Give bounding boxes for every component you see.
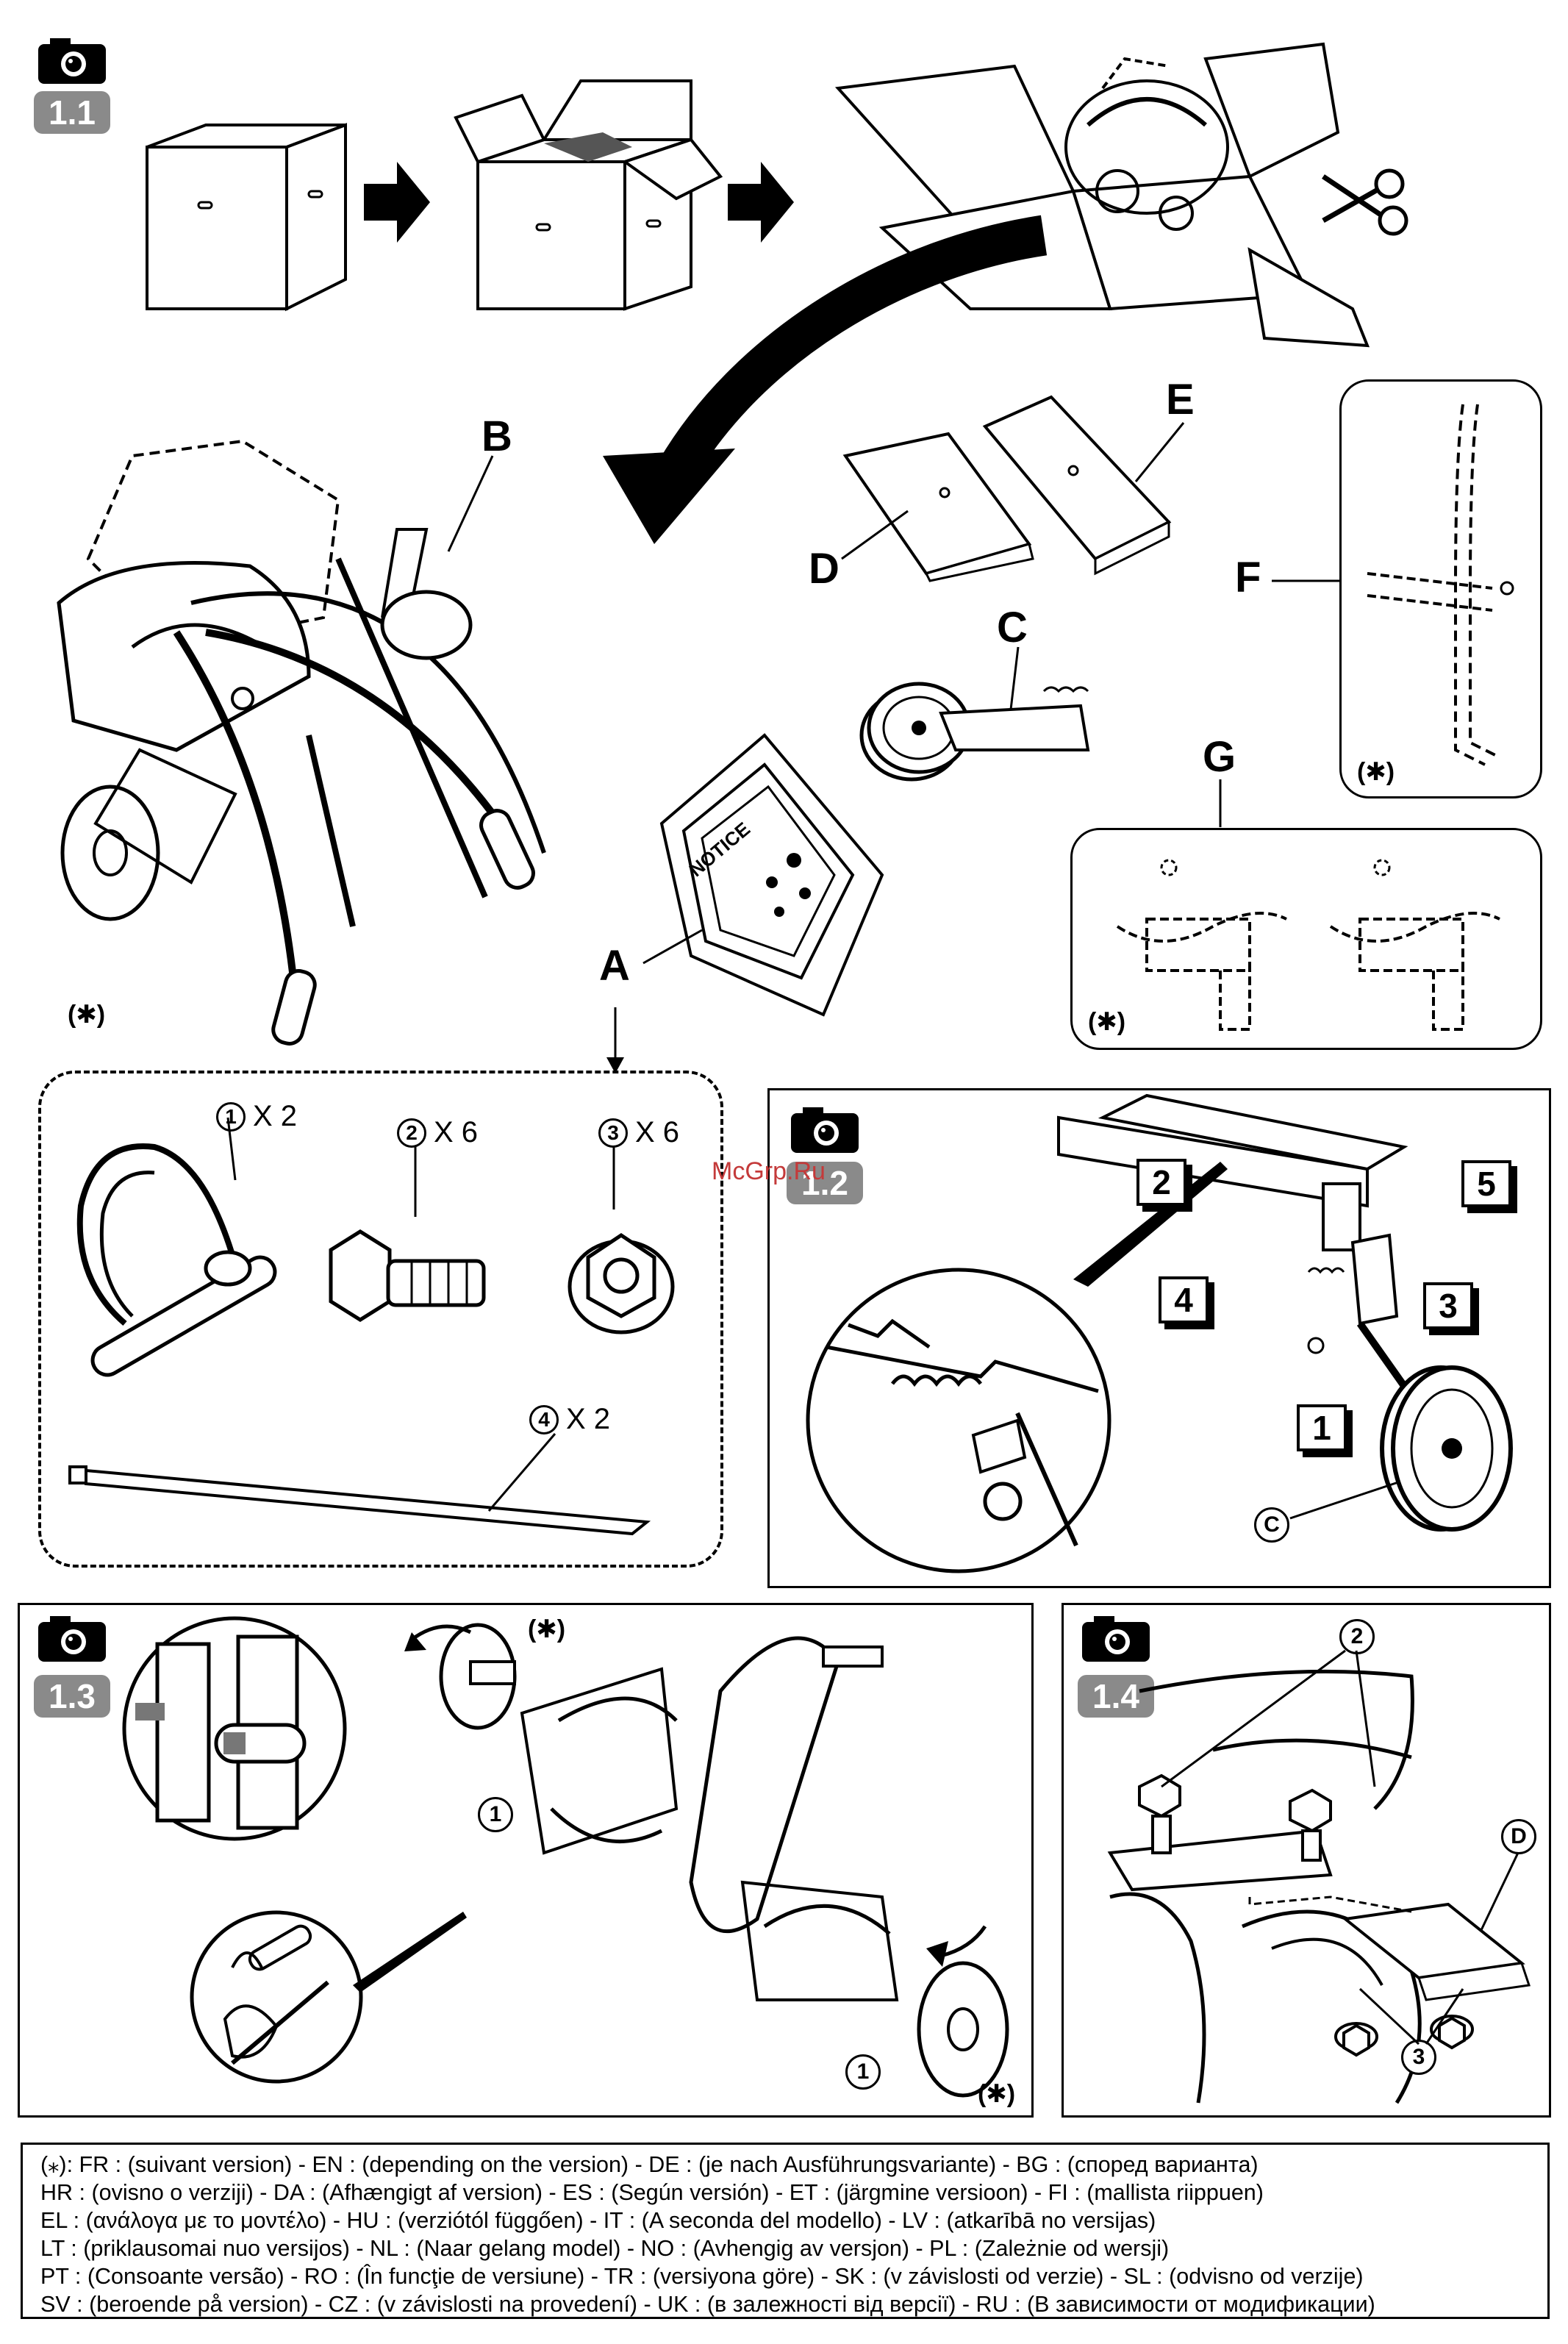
part-number-3: 3	[1401, 2040, 1436, 2075]
camera-icon	[38, 38, 106, 84]
tine-g-illustration-left	[1116, 859, 1287, 1031]
wheel-c-illustration	[859, 682, 1090, 782]
leader-line	[487, 1433, 556, 1512]
leader-line	[1289, 1480, 1401, 1520]
part-number-badge: 2	[397, 1118, 426, 1148]
label-a: A	[599, 942, 630, 990]
optional-marker: (✱)	[1088, 1008, 1126, 1036]
zoom-pointer-lines	[353, 1912, 467, 1993]
leader-line	[1134, 422, 1185, 482]
tiller-illustration	[57, 439, 546, 1046]
step-number-box-2: 2	[1136, 1159, 1186, 1206]
closed-box-illustration	[146, 123, 347, 312]
step-badge-1-3: 1.3	[34, 1675, 110, 1718]
label-c: C	[997, 604, 1028, 651]
rod-f-illustration	[1367, 404, 1514, 766]
version-note-footer: (⁎): FR : (suivant version) - EN : (depe…	[21, 2143, 1550, 2319]
plate-assembly-illustration	[1107, 1669, 1531, 2104]
leader-line	[1219, 779, 1222, 827]
tine-g-illustration-right	[1329, 859, 1500, 1031]
leader-line	[841, 510, 909, 560]
kit-part-3-qty: 3 X 6	[598, 1116, 679, 1149]
optional-marker: (✱)	[1357, 758, 1395, 786]
arrow-right-icon	[728, 162, 794, 243]
arrow-down-icon	[606, 1007, 624, 1073]
leader-line	[642, 929, 703, 965]
footer-line: EL : (ανάλογα με το μοντέλο) - HU : (ver…	[40, 2208, 1156, 2233]
part-number-1: 1	[845, 2054, 881, 2090]
step-number-box-1: 1	[1297, 1404, 1347, 1451]
leader-line	[612, 1147, 615, 1209]
panel-f	[1339, 379, 1542, 798]
frame-bracket-illustration	[1057, 1093, 1408, 1251]
label-g: G	[1203, 733, 1236, 781]
camera-icon	[38, 1616, 106, 1662]
optional-marker: (✱)	[978, 2080, 1016, 2108]
footer-line: LT : (priklausomai nuo versijos) - NL : …	[40, 2236, 1170, 2261]
leader-line	[1161, 1649, 1376, 1788]
step-number-box-4: 4	[1159, 1276, 1209, 1323]
pin-detail-circle	[190, 1910, 363, 2084]
step-number-box-5: 5	[1461, 1160, 1511, 1207]
leader-line	[226, 1117, 237, 1181]
plate-e-illustration	[982, 395, 1172, 576]
label-b: B	[482, 412, 512, 460]
camera-icon	[1082, 1616, 1150, 1662]
shaft-detail-circle	[122, 1616, 347, 1841]
curved-arrow-icon	[603, 215, 1048, 544]
tine-assembly-illustration	[404, 1623, 1009, 2098]
step-badge-1-1: 1.1	[34, 91, 110, 134]
scissors-icon[interactable]	[1316, 162, 1411, 243]
step-number-box-3: 3	[1423, 1282, 1473, 1329]
zoom-pointer-lines	[1073, 1162, 1228, 1287]
leader-line	[1009, 646, 1020, 710]
part-label-d: D	[1501, 1819, 1536, 1854]
label-d: D	[809, 545, 840, 593]
leader-line	[414, 1147, 417, 1217]
optional-marker: (✱)	[528, 1615, 566, 1643]
detail-zoom-circle	[806, 1268, 1111, 1573]
footer-line: PT : (Consoante versão) - RO : (În funcţ…	[40, 2264, 1364, 2289]
open-box-illustration	[454, 79, 723, 311]
flange-nut-illustration	[568, 1232, 675, 1334]
footer-line: (⁎): FR : (suivant version) - EN : (depe…	[40, 2152, 1259, 2177]
step-badge-1-2: 1.2	[787, 1162, 863, 1204]
part-number-1: 1	[478, 1797, 513, 1832]
leader-line	[1480, 1852, 1519, 1931]
footer-line: SV : (beroende på version) - CZ : (v záv…	[40, 2292, 1375, 2317]
label-e: E	[1166, 376, 1195, 424]
cable-tie-illustration	[68, 1465, 651, 1536]
quantity-label: X 6	[434, 1116, 479, 1148]
arrow-right-icon	[364, 162, 430, 243]
bolt-illustration	[329, 1229, 486, 1322]
kit-part-4-qty: 4 X 2	[529, 1403, 610, 1436]
kit-part-2-qty: 2 X 6	[397, 1116, 478, 1149]
quantity-label: X 6	[635, 1116, 680, 1148]
label-f: F	[1235, 554, 1261, 601]
footer-line: HR : (ovisno o verziji) - DA : (Afhængig…	[40, 2180, 1264, 2205]
watermark-text: McGrp.Ru	[712, 1157, 826, 1185]
optional-marker: (✱)	[68, 1001, 106, 1029]
part-number-badge: 4	[529, 1404, 559, 1434]
leader-line	[447, 455, 494, 552]
quantity-label: X 2	[566, 1403, 611, 1435]
plate-d-illustration	[842, 432, 1034, 582]
part-label-c: C	[1254, 1507, 1289, 1543]
leader-line	[1358, 1987, 1464, 2045]
part-number-badge: 3	[598, 1118, 628, 1148]
step-badge-1-4: 1.4	[1078, 1675, 1154, 1718]
notice-bag-illustration	[659, 733, 884, 1017]
leader-line	[1272, 579, 1342, 582]
camera-icon	[791, 1107, 859, 1153]
quantity-label: X 2	[253, 1100, 298, 1132]
lynch-pin-illustration	[76, 1143, 277, 1377]
kit-part-1-qty: 1 X 2	[216, 1100, 297, 1133]
wheel-assembly-illustration	[1307, 1233, 1513, 1532]
part-number-2: 2	[1339, 1619, 1375, 1654]
